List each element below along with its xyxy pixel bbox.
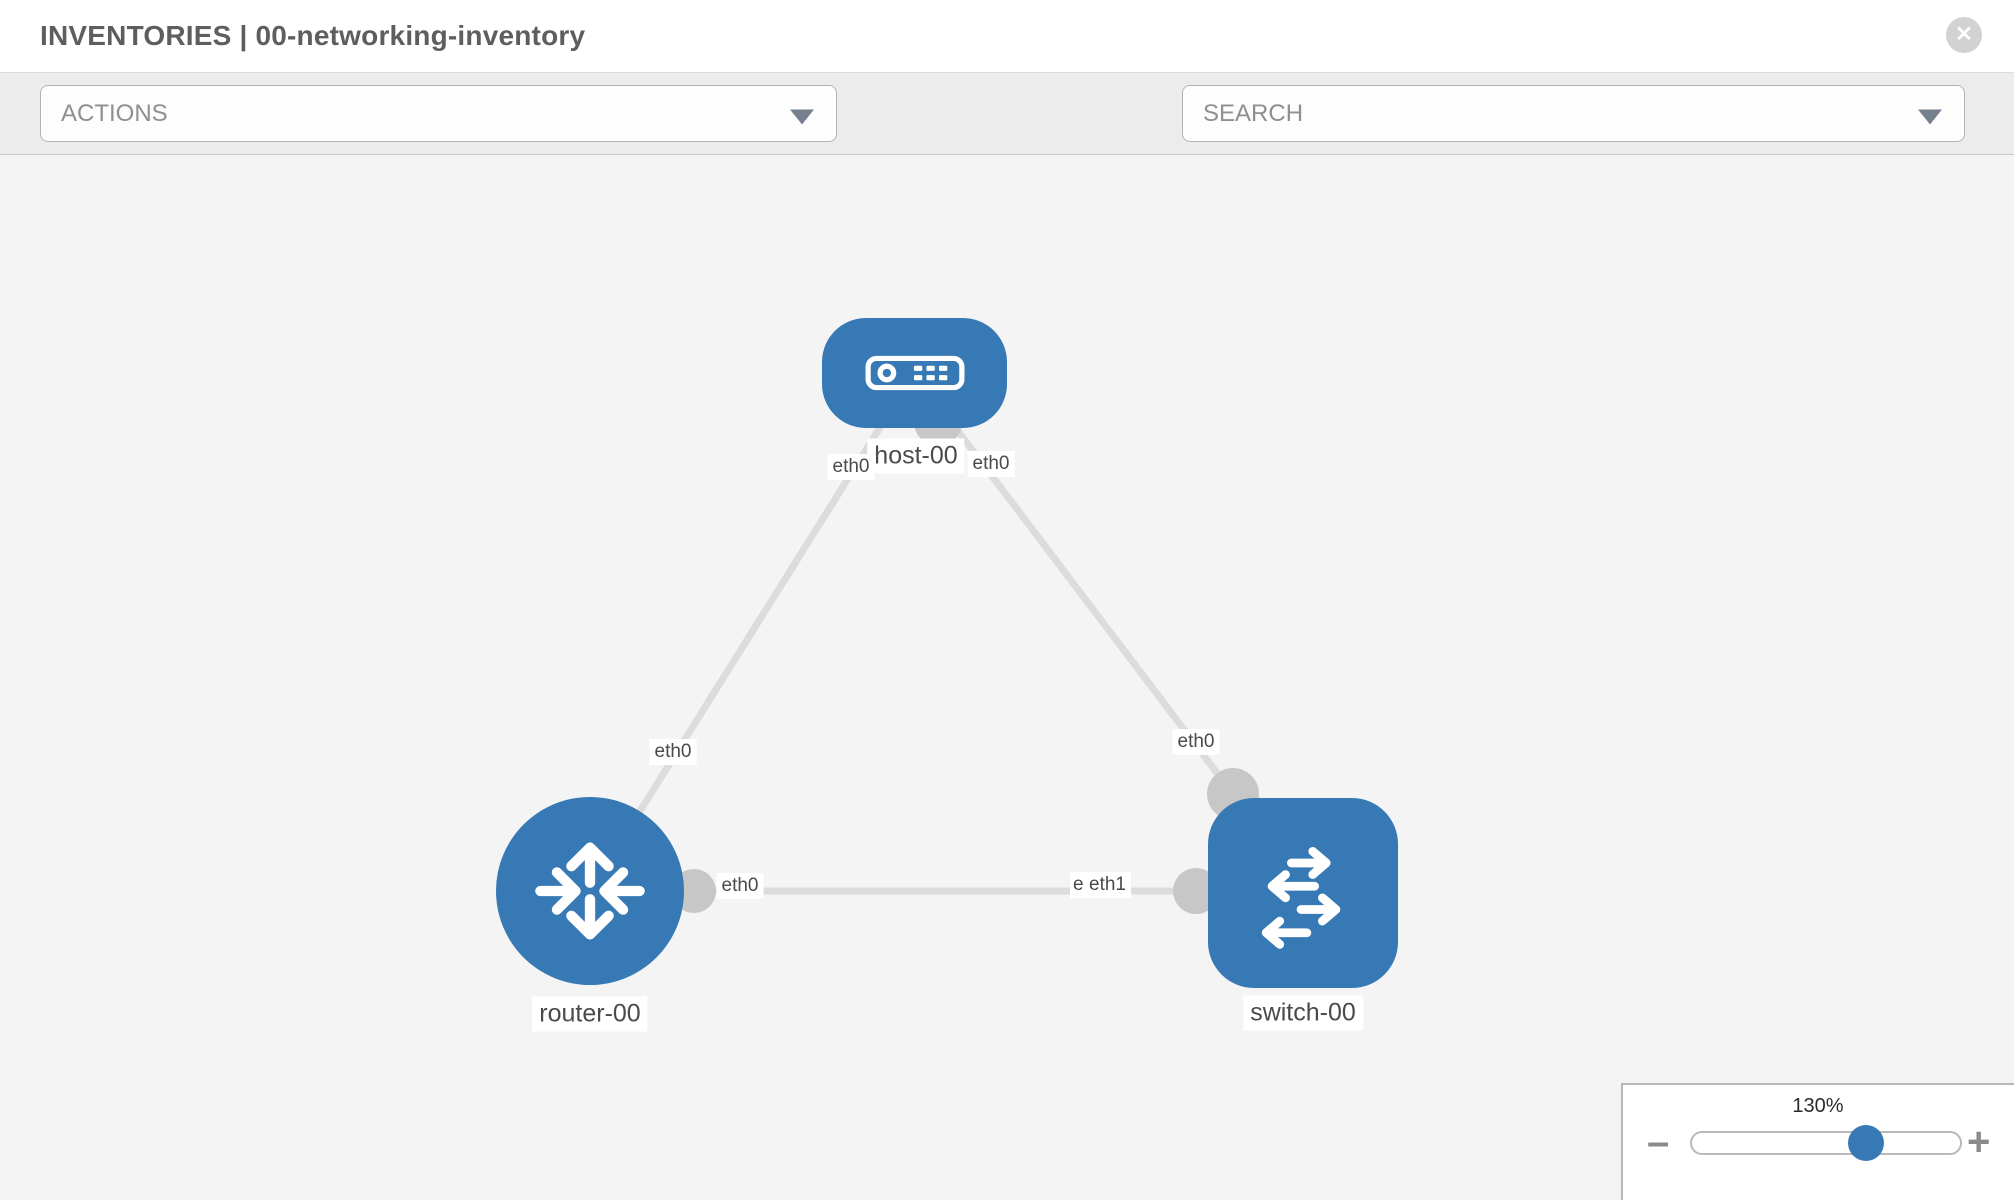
node-label-router: router-00 — [532, 996, 648, 1032]
node-switch-00[interactable] — [1208, 798, 1398, 988]
zoom-in-button[interactable]: + — [1967, 1120, 1991, 1164]
interface-dot-switch-left[interactable] — [1173, 868, 1219, 914]
interface-label: eth0 — [967, 451, 1015, 477]
interface-label: eth1 — [1084, 872, 1131, 898]
zoom-out-button[interactable]: – — [1647, 1120, 1670, 1164]
node-router-00[interactable] — [496, 797, 684, 985]
actions-dropdown[interactable]: ACTIONS — [40, 85, 837, 142]
chevron-down-icon — [1918, 109, 1942, 124]
zoom-control-panel: 130% – + — [1621, 1083, 2014, 1200]
header: INVENTORIES | 00-networking-inventory ✕ — [0, 0, 2014, 72]
topology-canvas[interactable]: host-00 router-00 switch-00 eth0 eth0 et… — [0, 155, 2014, 1200]
switch-icon — [1261, 846, 1341, 949]
search-input[interactable] — [1183, 86, 1964, 141]
close-icon[interactable]: ✕ — [1946, 17, 1982, 53]
node-label-switch: switch-00 — [1243, 995, 1363, 1031]
node-host-00[interactable] — [822, 318, 1007, 428]
links-layer — [586, 369, 1259, 914]
zoom-slider-track[interactable] — [1690, 1131, 1962, 1155]
node-label-host: host-00 — [867, 438, 965, 474]
interface-label: eth0 — [1172, 729, 1220, 755]
link-host-switch[interactable] — [910, 369, 1236, 797]
toolbar: ACTIONS — [0, 72, 2014, 206]
search-dropdown[interactable] — [1182, 85, 1965, 142]
actions-dropdown-label: ACTIONS — [61, 99, 168, 127]
router-icon — [535, 842, 645, 940]
chevron-down-icon — [790, 109, 814, 124]
zoom-slider-handle[interactable] — [1848, 1125, 1884, 1161]
interface-label: eth0 — [649, 739, 697, 765]
interface-label: eth0 — [827, 454, 875, 480]
page-title: INVENTORIES | 00-networking-inventory — [40, 20, 586, 51]
interface-label: eth0 — [716, 873, 764, 899]
host-icon — [865, 355, 964, 391]
zoom-value: 130% — [1792, 1095, 1844, 1117]
